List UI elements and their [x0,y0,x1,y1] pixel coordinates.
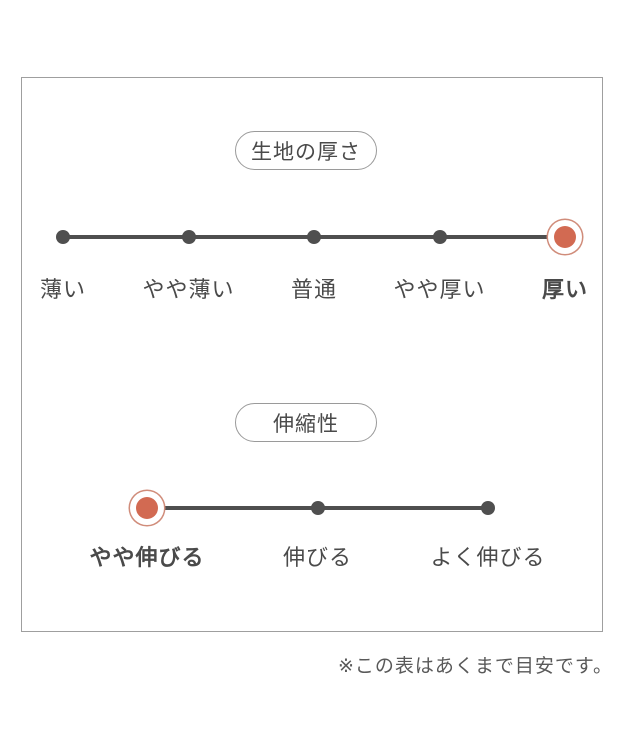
disclaimer-footnote: ※この表はあくまで目安です。 [337,656,613,677]
scale-option-label: 普通 [290,277,338,302]
fabric-thickness-scale-track [56,217,576,257]
scale-dot [181,230,196,244]
selected-scale-dot [554,226,576,248]
stretchability-scale-track [136,488,495,528]
scale-option-label: よく伸びる [430,545,546,570]
scale-dot [481,501,495,515]
fabric-thickness-title-badge: 生地の厚さ [235,131,377,170]
scale-option-label: やや厚い [393,277,486,302]
scale-option-label: やや伸びる [89,545,205,570]
fabric-thickness-scale-labels: 薄い やや薄い 普通 やや厚い 厚い [40,275,587,305]
scale-dot [310,501,325,515]
selected-scale-dot [136,497,158,519]
stretchability-scale-labels: やや伸びる 伸びる よく伸びる [89,543,544,573]
scale-option-label: 伸びる [282,545,353,570]
scale-dot [432,230,447,244]
stretchability-title: 伸縮性 [273,412,339,436]
scale-dot [307,230,321,244]
scale-dot [56,230,70,244]
fabric-thickness-title: 生地の厚さ [251,140,361,164]
scale-option-label: 厚い [541,277,589,302]
scale-option-label: 薄い [39,277,87,302]
stretchability-title-badge: 伸縮性 [235,403,377,442]
scale-option-label: やや薄い [142,277,235,302]
